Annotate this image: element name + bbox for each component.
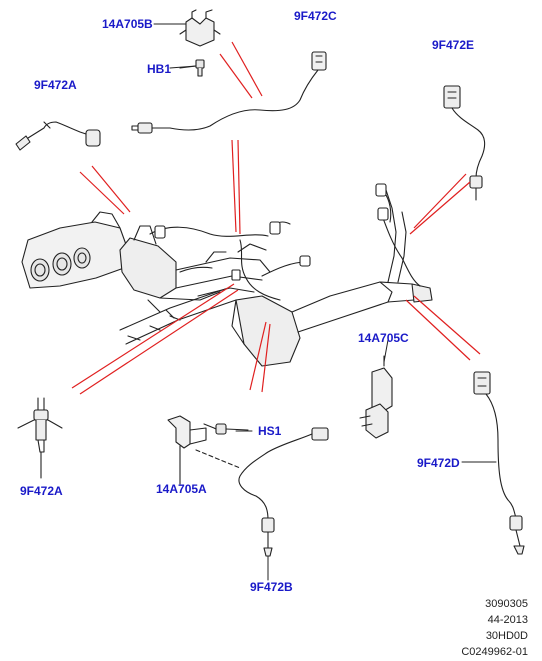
reference-block: 3090305 44-2013 30HD0D C0249962-01 [461, 596, 528, 660]
reference-line-4: C0249962-01 [461, 646, 528, 658]
label-leaders [153, 23, 497, 581]
label-9f472a-bottom[interactable]: 9F472A [20, 484, 63, 498]
bracket-14a705c-part [359, 355, 393, 439]
sensor-9f472e-part [443, 85, 486, 201]
label-9f472e[interactable]: 9F472E [432, 38, 475, 52]
label-14a705c[interactable]: 14A705C [358, 331, 409, 345]
reference-line-1: 3090305 [485, 598, 528, 610]
label-hs1[interactable]: HS1 [258, 424, 282, 438]
sensor-9f472d-part [473, 371, 525, 555]
label-9f472b[interactable]: 9F472B [250, 580, 293, 594]
bracket-14a705a-part [167, 415, 241, 485]
label-hb1[interactable]: HB1 [147, 62, 172, 76]
exhaust-connectors [154, 183, 389, 281]
red-callouts [71, 41, 481, 395]
bracket-14a705b-part [179, 9, 221, 47]
bolt-hb1-part [179, 59, 205, 77]
sensor-9f472c-part [131, 51, 327, 134]
reference-line-3: 30HD0D [485, 630, 528, 642]
label-14a705a[interactable]: 14A705A [156, 482, 207, 496]
reference-line-2: 44-2013 [487, 614, 528, 626]
sensor-9f472a-top-part [15, 121, 101, 151]
sensor-9f472a-bottom-part [17, 397, 63, 479]
sensor-9f472b-part [238, 427, 329, 557]
label-9f472a-top[interactable]: 9F472A [34, 78, 77, 92]
label-9f472d[interactable]: 9F472D [417, 456, 460, 470]
label-9f472c[interactable]: 9F472C [294, 9, 337, 23]
label-14a705b[interactable]: 14A705B [102, 17, 153, 31]
screw-hs1-part [215, 423, 249, 435]
